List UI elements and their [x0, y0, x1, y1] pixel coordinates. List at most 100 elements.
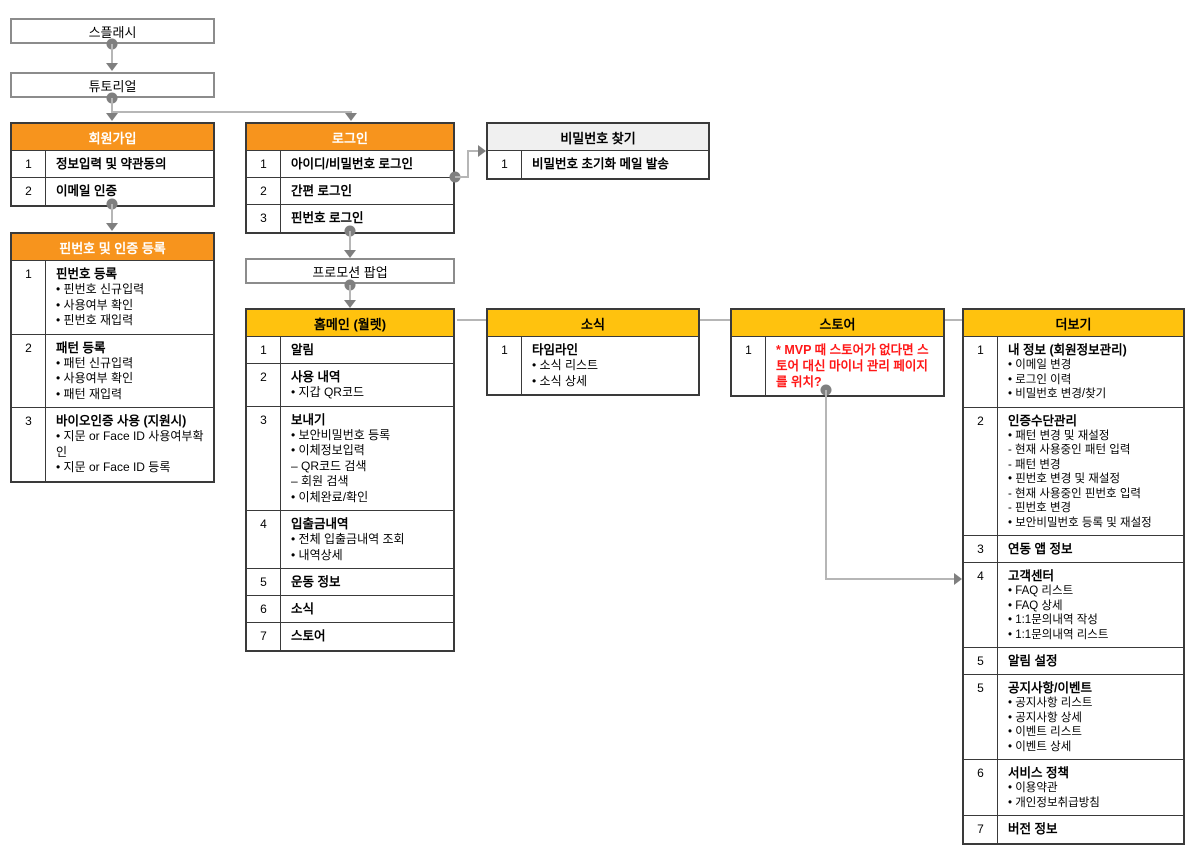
row-number: 1: [247, 337, 281, 363]
row-number: 2: [247, 364, 281, 406]
connector-line: [111, 204, 113, 224]
row-content: 연동 앱 정보: [998, 536, 1183, 562]
row-item: • 내역상세: [291, 547, 343, 562]
row-number: 6: [247, 596, 281, 622]
row-title: 정보입력 및 약관동의: [56, 157, 167, 171]
row-content: 고객센터• FAQ 리스트• FAQ 상세• 1:1문의내역 작성• 1:1문의…: [998, 563, 1183, 647]
row-item: - 현재 사용중인 패턴 입력: [1008, 444, 1131, 456]
connector-arrowhead-down: [106, 63, 118, 71]
table-header-signup: 회원가입: [12, 124, 213, 151]
row-item: • 패턴 변경 및 재설정: [1008, 429, 1110, 442]
row-item: • 패턴 재입력: [56, 386, 123, 401]
row-content: 정보입력 및 약관동의: [46, 151, 213, 177]
row-content: 운동 정보: [281, 569, 453, 595]
row-title: 패턴 등록: [56, 340, 106, 355]
table-header-home-main-wallet: 홈메인 (월렛): [247, 310, 453, 337]
row-number: 2: [12, 178, 46, 205]
node-label: 튜토리얼: [88, 78, 137, 94]
connector-line: [467, 150, 469, 178]
node-label: 프로모션 팝업: [312, 264, 388, 280]
connector-line: [111, 44, 113, 64]
connector-arrowhead-right: [954, 573, 962, 585]
row-item: • FAQ 상세: [1008, 599, 1063, 612]
row-content: 스토어: [281, 623, 453, 650]
row-number: 2: [964, 407, 998, 535]
row-number: 6: [964, 760, 998, 815]
table-header-find-password: 비밀번호 찾기: [488, 124, 708, 151]
row-content: 입출금내역• 전체 입출금내역 조회• 내역상세: [281, 511, 453, 568]
row-number: 1: [488, 151, 522, 178]
row-note: * MVP 때 스토어가 없다면 스토어 대신 마이너 관리 페이지를 위치?: [776, 343, 929, 389]
row-number: 5: [964, 648, 998, 674]
row-item: • 개인정보취급방침: [1008, 796, 1100, 809]
row-item: • 소식 리스트: [532, 358, 599, 372]
connector-arrowhead-right: [478, 145, 486, 157]
connector-line: [349, 285, 351, 301]
row-item: • 패턴 신규입력: [56, 355, 134, 370]
connector-line: [825, 390, 827, 580]
table-row: 3 핀번호 로그인: [247, 205, 453, 232]
row-number: 7: [247, 623, 281, 650]
row-content: 바이오인증 사용 (지원시)• 지문 or Face ID 사용여부확인• 지문…: [46, 408, 213, 481]
connector-line: [112, 111, 352, 113]
row-number: 3: [247, 205, 281, 232]
table-row: 7 스토어: [247, 623, 453, 650]
row-item: • 이체정보입력: [291, 443, 365, 457]
row-item: • 소식 상세: [532, 373, 588, 388]
table-header-news: 소식: [488, 310, 698, 337]
row-title: 공지사항/이벤트: [1008, 681, 1092, 695]
row-title: 보내기: [291, 412, 326, 427]
connector-line: [945, 319, 962, 321]
connector-line: [826, 578, 955, 580]
row-content: 알림 설정: [998, 648, 1183, 674]
row-title: 버전 정보: [1008, 822, 1058, 836]
row-content: 공지사항/이벤트• 공지사항 리스트• 공지사항 상세• 이벤트 리스트• 이벤…: [998, 675, 1183, 759]
row-number: 1: [488, 337, 522, 394]
connector-line: [700, 319, 730, 321]
connector-line: [111, 98, 113, 114]
row-item: • 핀번호 신규입력: [56, 282, 145, 296]
row-item: • 이벤트 리스트: [1008, 726, 1082, 738]
row-title: 비밀번호 초기화 메일 발송: [532, 157, 669, 171]
row-item: • 지갑 QR코드: [291, 385, 365, 399]
row-item: • 1:1문의내역 작성: [1008, 614, 1098, 626]
row-content: 알림: [281, 337, 453, 363]
row-title: 이메일 인증: [56, 184, 117, 198]
row-item: • 보안비밀번호 등록: [291, 427, 391, 442]
row-title: 인증수단관리: [1008, 413, 1078, 428]
row-number: 1: [12, 151, 46, 177]
connector-arrowhead-down: [345, 113, 357, 121]
row-number: 3: [964, 536, 998, 562]
row-content: 패턴 등록• 패턴 신규입력• 사용여부 확인• 패턴 재입력: [46, 335, 213, 408]
row-title: 핀번호 등록: [56, 267, 117, 281]
connector-arrowhead-down: [344, 250, 356, 258]
row-content: 핀번호 등록• 핀번호 신규입력• 사용여부 확인• 핀번호 재입력: [46, 261, 213, 334]
row-content: 인증수단관리• 패턴 변경 및 재설정- 현재 사용중인 패턴 입력- 패턴 변…: [998, 408, 1183, 536]
table-row: 1 정보입력 및 약관동의: [12, 151, 213, 178]
connector-line: [457, 319, 486, 321]
row-content: * MVP 때 스토어가 없다면 스토어 대신 마이너 관리 페이지를 위치?: [766, 337, 943, 395]
row-title: 핀번호 로그인: [291, 211, 364, 225]
table-row: 1 비밀번호 초기화 메일 발송: [488, 151, 708, 178]
row-title: 스토어: [291, 629, 326, 643]
row-item: • 이메일 변경: [1008, 359, 1072, 371]
table-row: 2 이메일 인증: [12, 178, 213, 205]
row-item: • FAQ 리스트: [1008, 585, 1074, 597]
